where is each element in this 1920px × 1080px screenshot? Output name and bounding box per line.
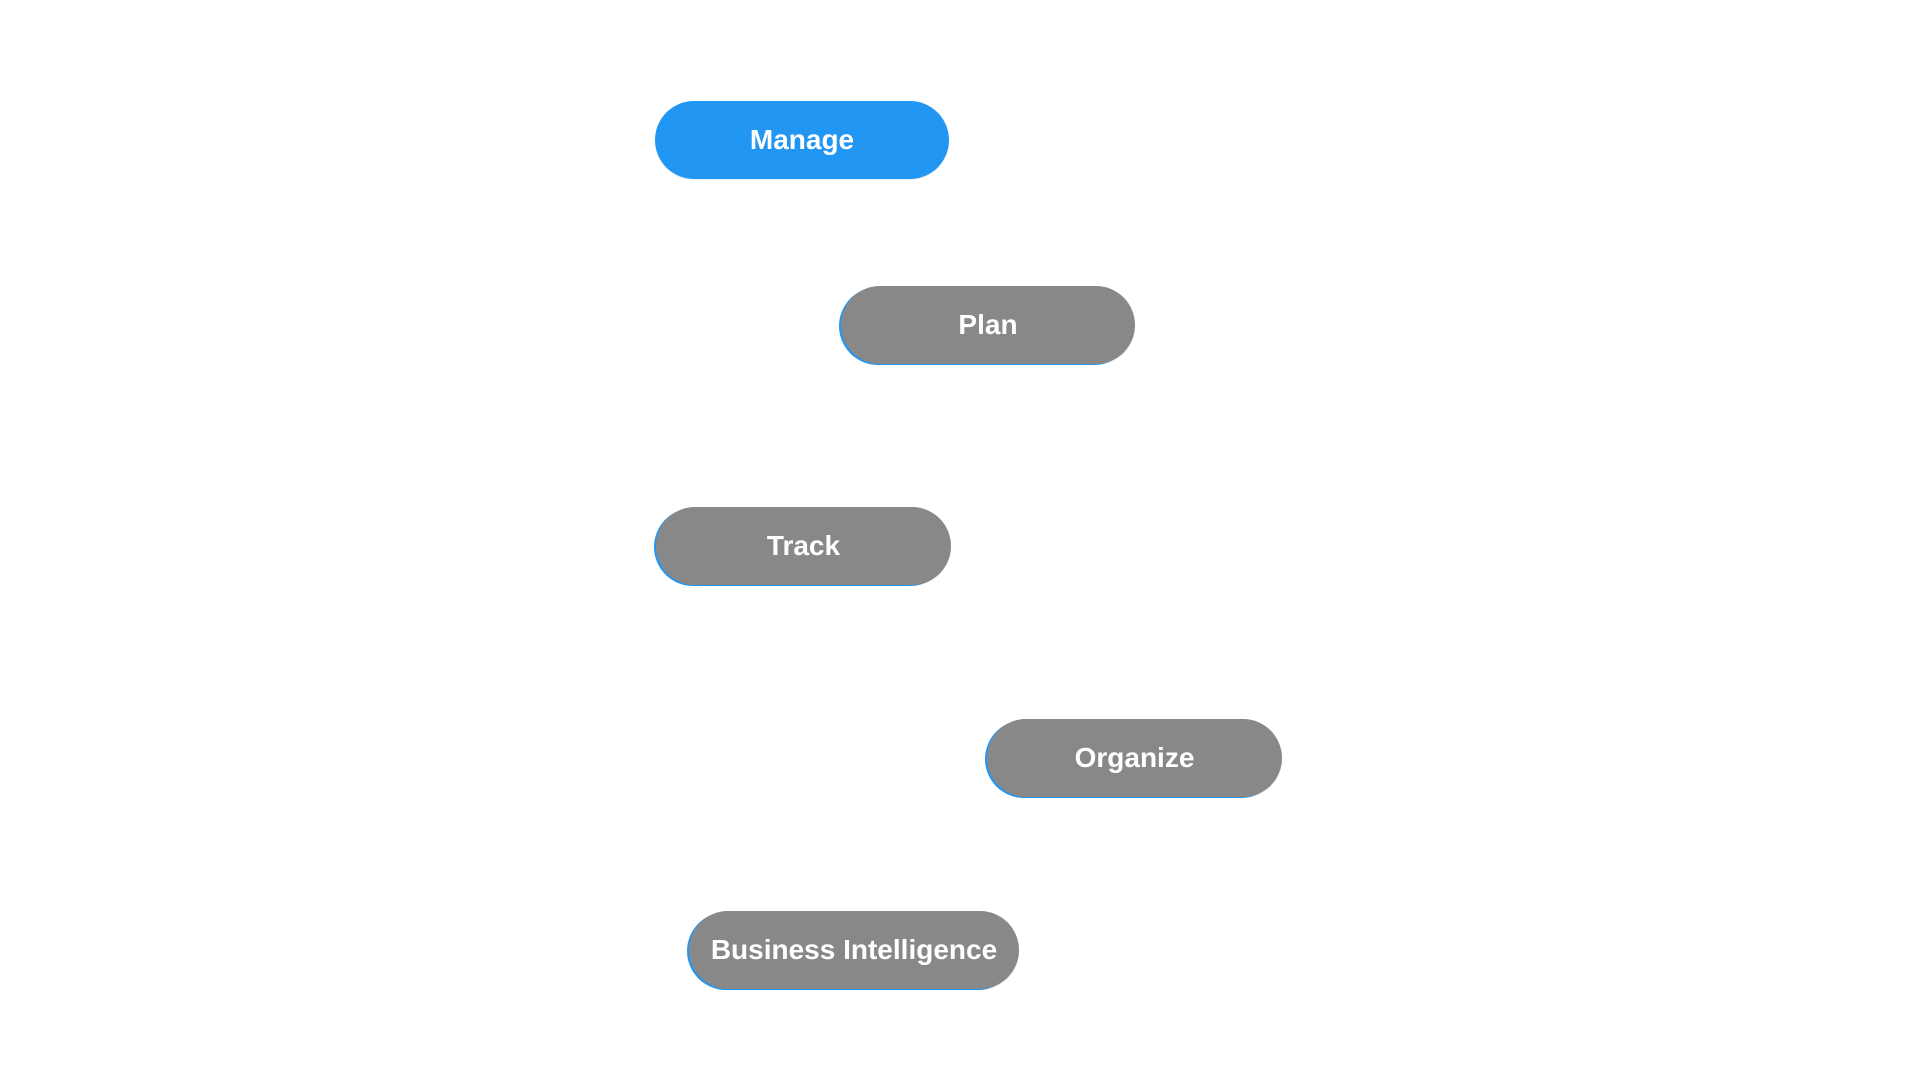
organize-button[interactable]: Organize [987,719,1282,797]
business-intelligence-button[interactable]: Business Intelligence [689,911,1019,989]
plan-button[interactable]: Plan [841,286,1135,364]
track-button[interactable]: Track [656,507,951,585]
manage-button[interactable]: Manage [655,101,949,179]
